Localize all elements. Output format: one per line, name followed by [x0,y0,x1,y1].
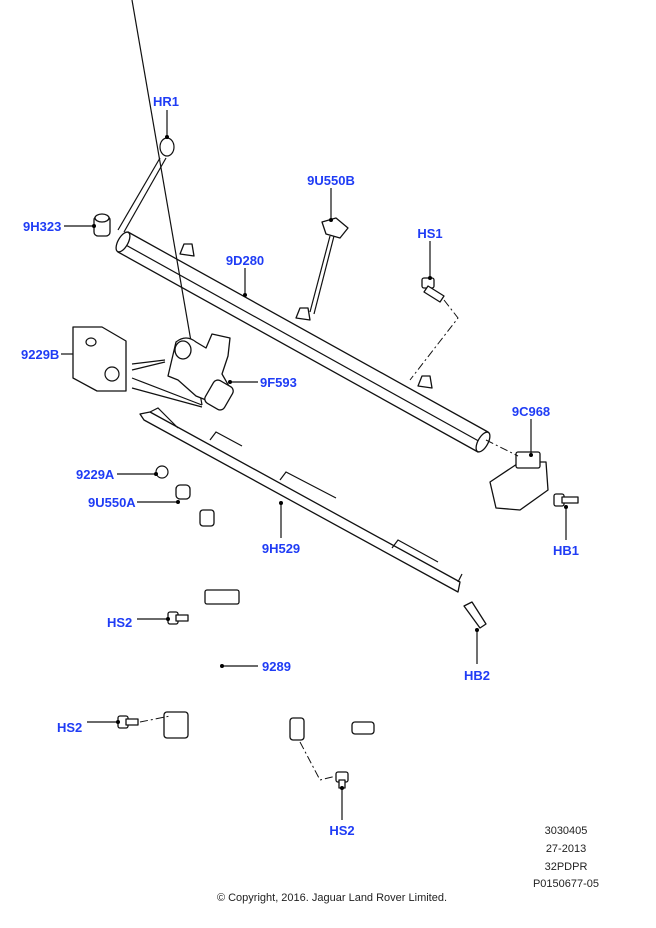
o-ring-9229a [155,465,169,479]
label-9c968: 9C968 [512,404,550,419]
label-9u550b: 9U550B [307,173,355,188]
reference-line: 3030405 [545,825,588,837]
bolt-hb2 [463,601,487,629]
rail-cap [93,213,111,237]
label-hs2: HS2 [57,720,82,735]
clip-9u550a [175,484,191,500]
bolt-hb1 [553,493,579,507]
o-ring-hr1 [159,137,175,157]
injector-bracket [139,407,463,593]
label-hb1: HB1 [553,543,579,558]
fuel-rail [115,231,491,453]
bolt-hs2 [335,771,349,789]
label-9h323: 9H323 [23,219,61,234]
label-9229a: 9229A [76,467,115,482]
label-9229b: 9229B [21,347,59,362]
label-9d280: 9D280 [226,253,264,268]
label-9h529: 9H529 [262,541,300,556]
label-hs1: HS1 [417,226,442,241]
label-9u550a: 9U550A [88,495,136,510]
label-hb2: HB2 [464,668,490,683]
bolt-hs2 [117,715,139,729]
copyright: © Copyright, 2016. Jaguar Land Rover Lim… [217,892,447,904]
label-hs2: HS2 [107,615,132,630]
reference-line: P0150677-05 [533,878,599,890]
bolt-hs2 [167,611,189,625]
label-hs2: HS2 [329,823,354,838]
clip-9u550b [321,217,349,239]
reference-line: 27-2013 [546,843,586,855]
fuel-pipe [97,509,375,772]
label-hr1: HR1 [153,94,179,109]
seal-kit-9229b [72,0,203,408]
pressure-sensor [489,451,549,511]
label-9f593: 9F593 [260,375,297,390]
bolt-hs1 [421,277,445,303]
injector [167,333,234,411]
label-9289: 9289 [262,659,291,674]
reference-line: 32PDPR [545,861,588,873]
